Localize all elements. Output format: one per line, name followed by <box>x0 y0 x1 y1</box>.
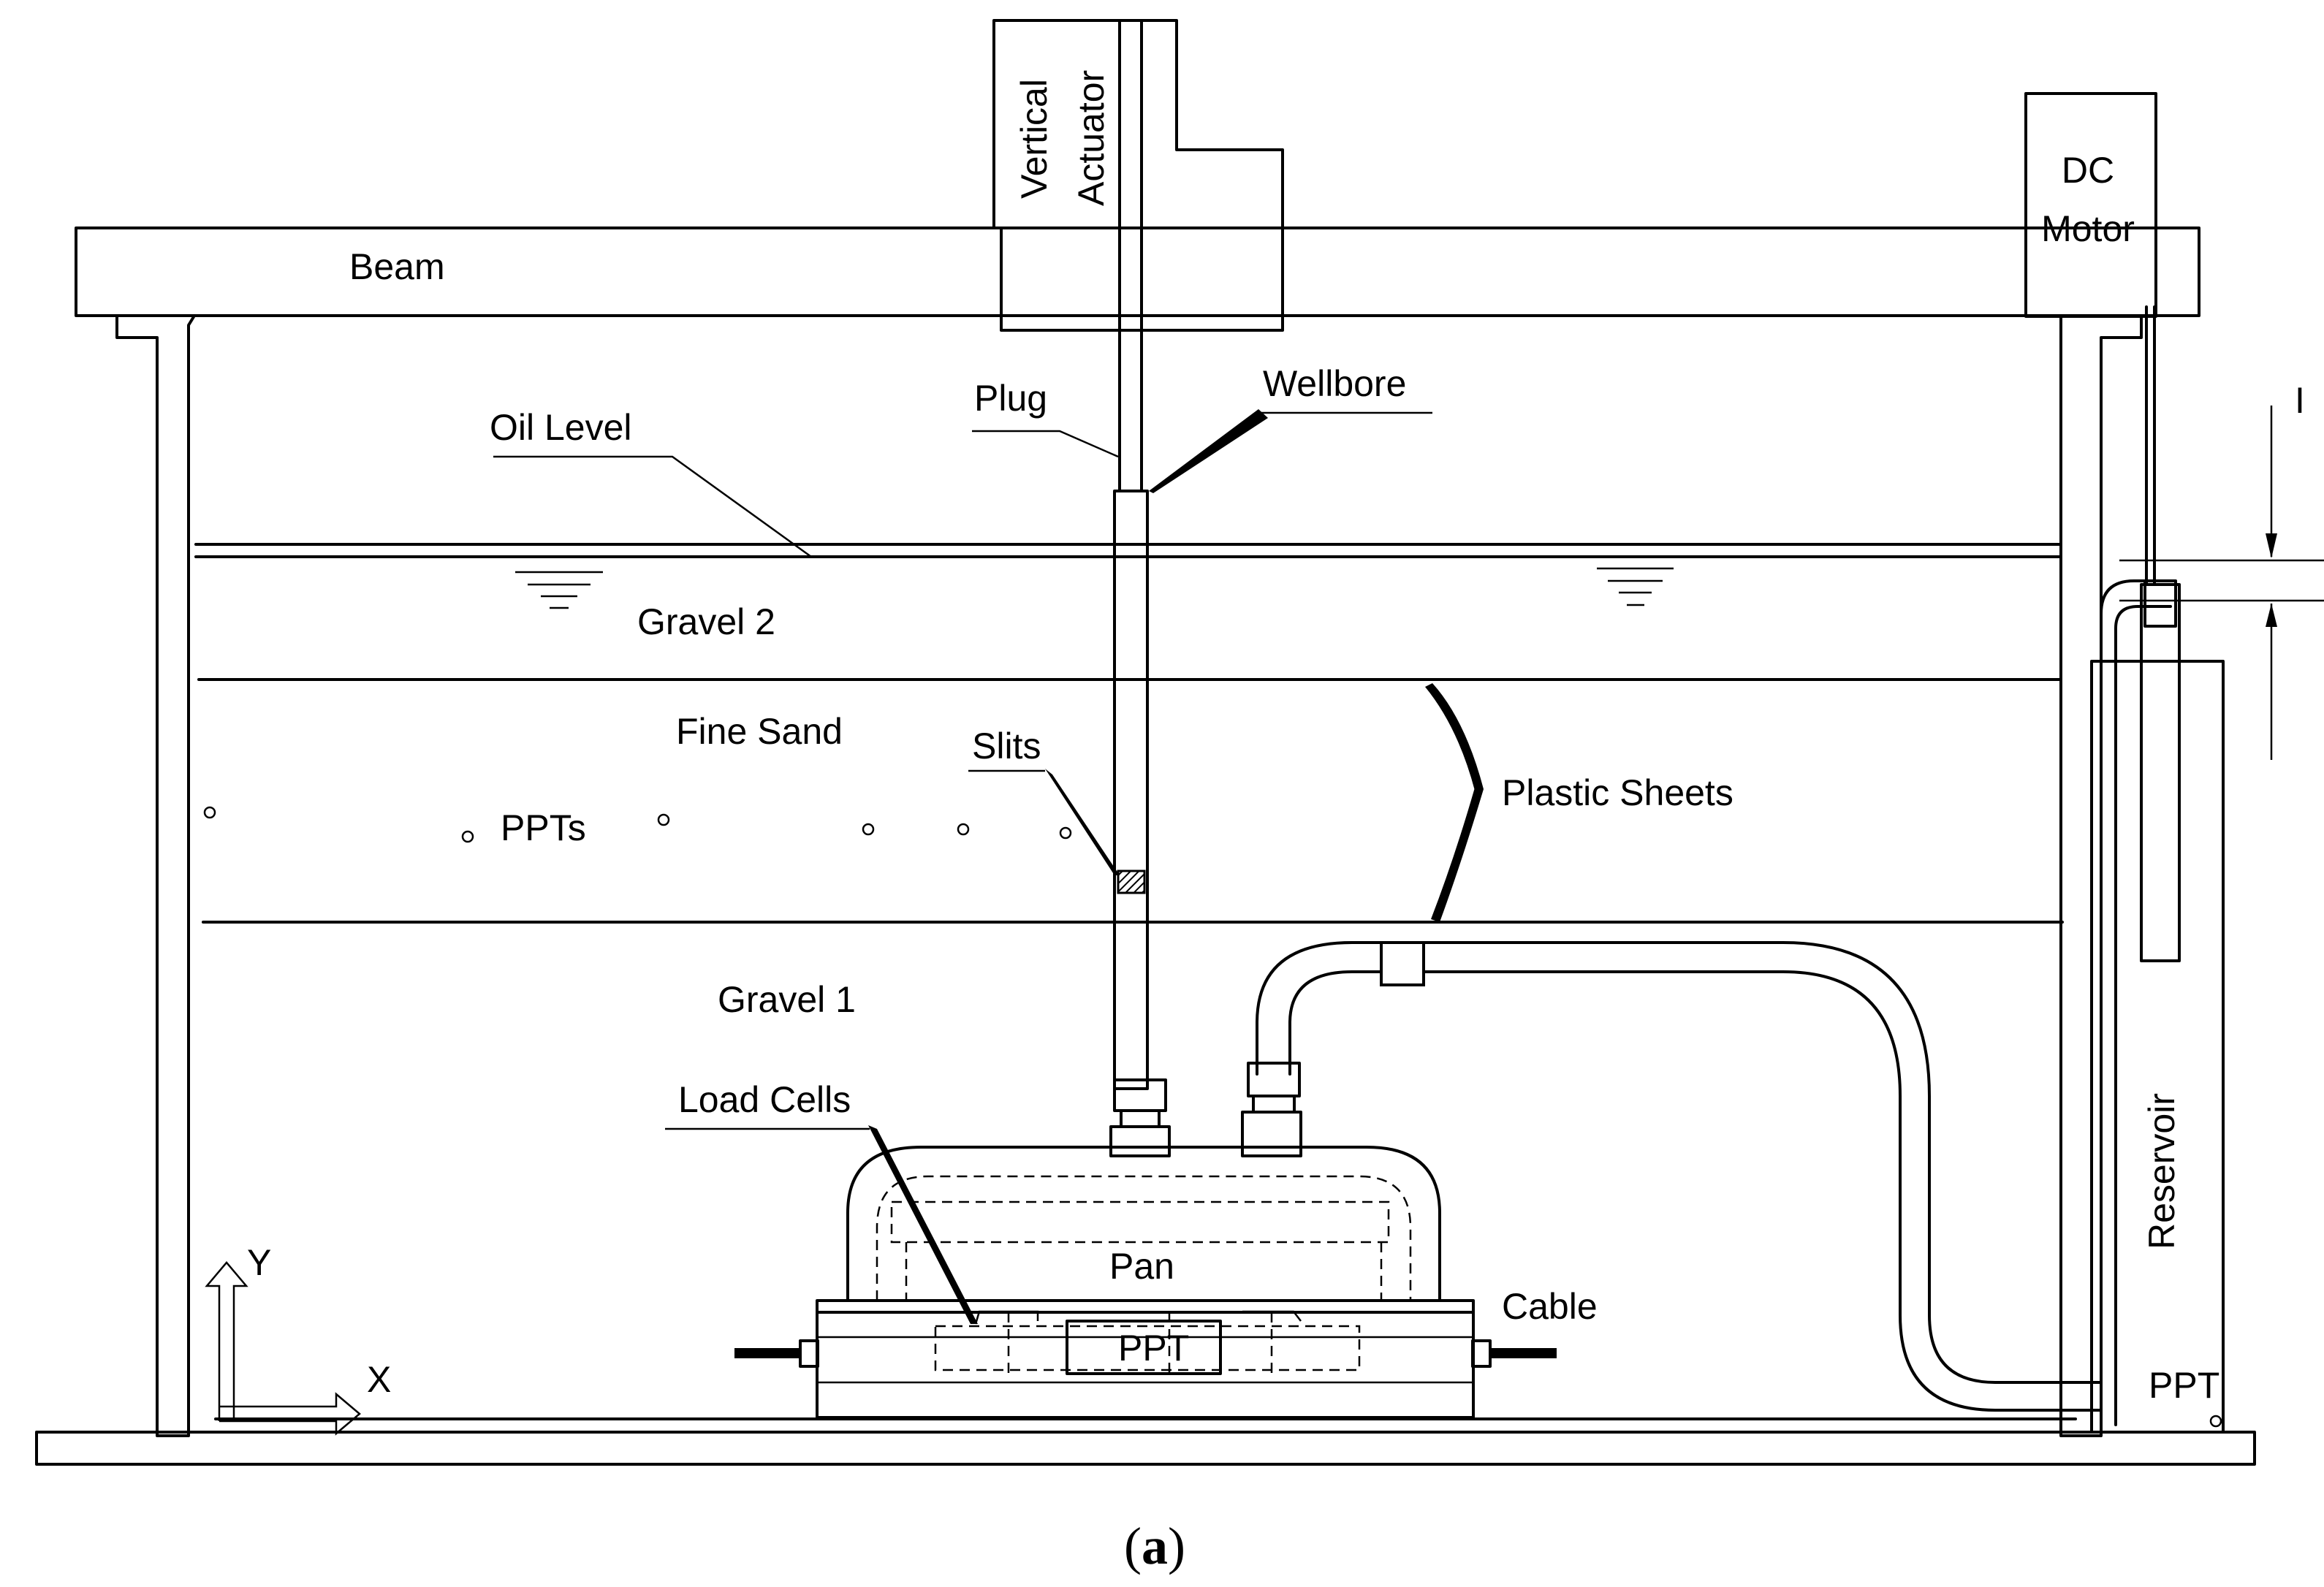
caption-letter: a <box>1142 1517 1168 1575</box>
load-cells-label: Load Cells <box>678 1079 851 1120</box>
base-plate <box>35 1431 2256 1466</box>
dc-motor <box>2024 92 2157 318</box>
vertical-actuator <box>992 19 1284 332</box>
figure-caption: (a) <box>1124 1517 1185 1575</box>
beam <box>75 227 2200 317</box>
ppt-sensors <box>203 806 1072 843</box>
ppt-pan-label: PPT <box>1118 1328 1189 1369</box>
ppt-reservoir-label: PPT <box>2149 1365 2219 1406</box>
pan <box>799 1146 1492 1419</box>
axis-y-arrow <box>205 1261 248 1421</box>
dc-motor-label-1: DC <box>2062 150 2114 191</box>
oil-level-line <box>194 543 2061 558</box>
axis-y-label: Y <box>247 1242 271 1283</box>
axis-x-label: X <box>367 1359 391 1400</box>
motor-rod-standpipe <box>2100 305 2222 1428</box>
axis-x-arrow <box>219 1392 361 1436</box>
cable-label: Cable <box>1502 1286 1598 1327</box>
leader-lines <box>493 409 1484 1325</box>
drain-pipe <box>1241 941 2103 1412</box>
ppts-label: PPTs <box>501 807 586 848</box>
gravel-1-label: Gravel 1 <box>718 979 856 1020</box>
tank-floor <box>214 1417 2077 1434</box>
reservoir-label: Reservoir <box>2141 1093 2182 1249</box>
plastic-sheets-label: Plastic Sheets <box>1502 772 1733 813</box>
vertical-actuator-label-2: Actuator <box>1071 70 1112 206</box>
plug-label: Plug <box>974 378 1047 419</box>
dc-motor-label-2: Motor <box>2041 208 2135 249</box>
oil-level-label: Oil Level <box>490 407 632 448</box>
water-level-symbol-right <box>1597 567 1674 606</box>
head-dimension <box>2119 406 2324 760</box>
pan-label: Pan <box>1109 1246 1174 1287</box>
slits-hatch <box>1117 869 1146 894</box>
beam-label: Beam <box>349 246 445 287</box>
caption-open-paren: ( <box>1124 1517 1142 1575</box>
wellbore-label: Wellbore <box>1263 363 1406 404</box>
vertical-actuator-label-1: Vertical <box>1014 79 1055 199</box>
gravel-2-label: Gravel 2 <box>637 601 775 642</box>
dimension-partial-label: I <box>2295 380 2305 421</box>
tank-left-wall <box>115 314 196 1437</box>
slits-label: Slits <box>972 726 1041 766</box>
wellbore-pipe <box>1109 19 1171 1157</box>
water-level-symbol-left <box>515 571 603 609</box>
reservoir <box>2090 660 2225 1434</box>
fine-sand-label: Fine Sand <box>676 711 843 752</box>
caption-close-paren: ) <box>1168 1517 1185 1575</box>
